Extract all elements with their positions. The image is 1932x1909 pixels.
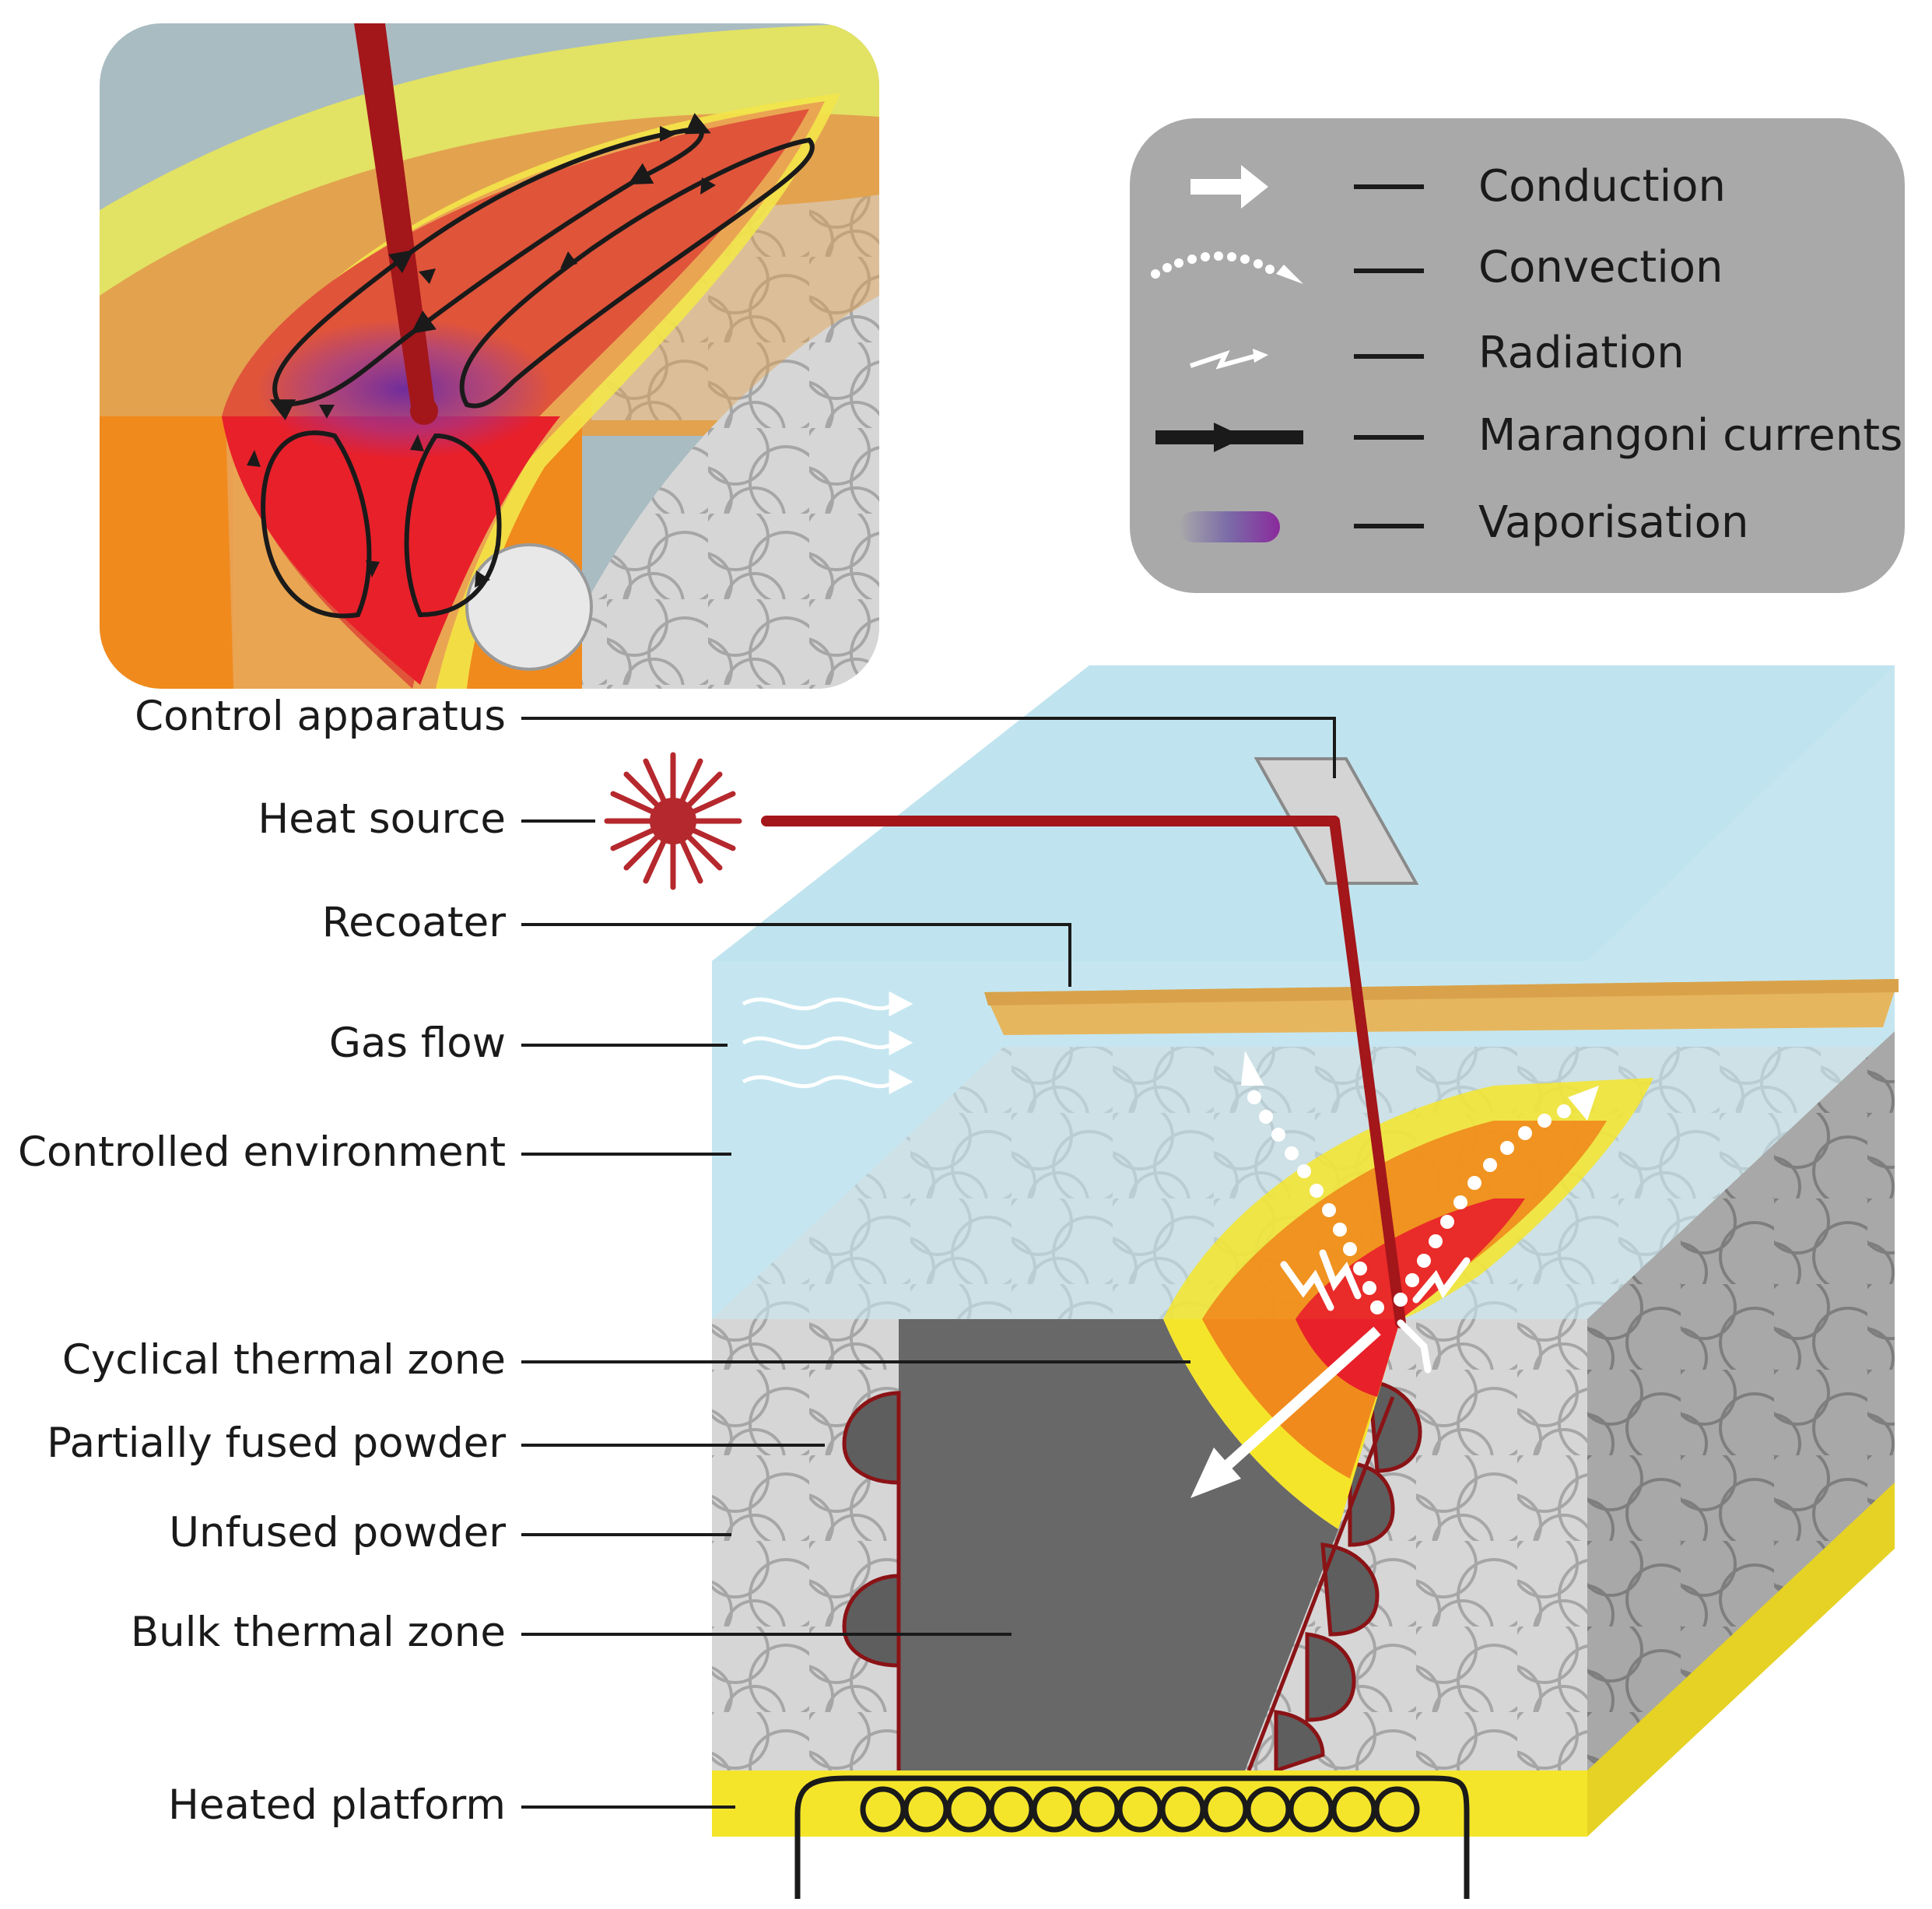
label-partially-fused-powder: Partially fused powder bbox=[47, 1419, 506, 1467]
partially-fused-powder-left bbox=[842, 1391, 901, 1668]
convection-arrows-main bbox=[1241, 1051, 1599, 1314]
labels: Control apparatus Heat source Recoater G… bbox=[18, 693, 506, 1829]
conduction-arrow-main bbox=[1190, 1326, 1381, 1498]
legend-dashes bbox=[1354, 184, 1424, 528]
inset-flow-arrowheads bbox=[247, 126, 716, 588]
legend-label-marangoni: Marangoni currents bbox=[1478, 410, 1902, 461]
convection-icon bbox=[1151, 251, 1303, 284]
label-cyclical-thermal-zone: Cyclical thermal zone bbox=[62, 1336, 506, 1384]
legend-label-vaporisation: Vaporisation bbox=[1478, 497, 1748, 548]
label-controlled-environment: Controlled environment bbox=[18, 1128, 506, 1176]
label-recoater: Recoater bbox=[322, 899, 506, 946]
label-gas-flow: Gas flow bbox=[329, 1019, 506, 1067]
legend-box: Conduction Convection Radiation Marangon… bbox=[1130, 118, 1905, 593]
radiation-arrows-main bbox=[1280, 1249, 1471, 1374]
heater-coil bbox=[794, 1775, 1470, 1899]
label-unfused-powder: Unfused powder bbox=[169, 1509, 506, 1556]
label-heated-platform: Heated platform bbox=[168, 1781, 506, 1829]
partially-fused-powder-right bbox=[1274, 1379, 1422, 1774]
recoater bbox=[984, 979, 1899, 1035]
legend-label-radiation: Radiation bbox=[1478, 328, 1685, 378]
heated-platform-side bbox=[1587, 1483, 1895, 1837]
gas-flow-icon bbox=[742, 991, 913, 1095]
vaporisation-icon bbox=[1179, 511, 1280, 542]
build-chamber bbox=[604, 665, 1899, 1899]
inset-marangoni-currents bbox=[261, 128, 815, 619]
label-heat-source: Heat source bbox=[258, 795, 506, 843]
bulk-thermal-zone-solid bbox=[899, 1319, 1338, 1770]
powder-side-face bbox=[1587, 1031, 1895, 1782]
label-control-apparatus: Control apparatus bbox=[135, 693, 506, 740]
conduction-icon bbox=[1190, 165, 1268, 209]
radiation-icon bbox=[1190, 349, 1268, 370]
melt-pool-inset bbox=[100, 23, 879, 689]
label-leader-lines bbox=[521, 717, 1336, 1809]
label-bulk-thermal-zone: Bulk thermal zone bbox=[131, 1609, 506, 1656]
legend-label-conduction: Conduction bbox=[1478, 161, 1726, 212]
laser-beam bbox=[761, 816, 1406, 1328]
legend-label-convection: Convection bbox=[1478, 242, 1723, 293]
heat-source-icon bbox=[604, 752, 742, 890]
marangoni-icon bbox=[1155, 423, 1303, 452]
